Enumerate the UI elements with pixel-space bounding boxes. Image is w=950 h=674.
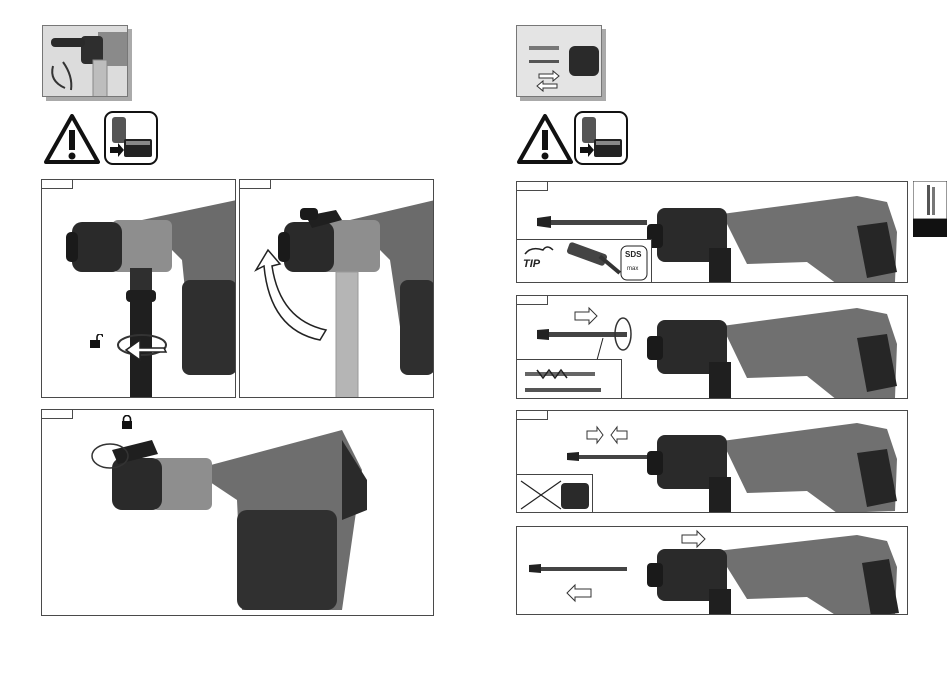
step-panel-unlock-handle: [41, 179, 236, 398]
warning-triangle-icon: [44, 114, 100, 164]
sds-label: SDS: [625, 250, 641, 259]
sds-sub-label: max: [627, 266, 638, 272]
wrong-use-box: [517, 474, 593, 513]
step-number-tab: [239, 179, 271, 189]
tip-box: TIP SDS max: [517, 239, 652, 283]
remove-battery-icon: [574, 111, 628, 165]
step-number-tab: [516, 410, 548, 420]
remove-battery-icon: [104, 111, 158, 165]
thumbnail-handle: [42, 25, 128, 97]
bit-types-box: [517, 359, 622, 399]
step-panel-lubricate: TIP SDS max: [516, 181, 908, 283]
unlock-icon: [89, 334, 103, 348]
step-number-tab: [516, 181, 548, 191]
step-panel-lock-handle: [41, 409, 434, 616]
thumbnail-chisel: [516, 25, 602, 97]
step-panel-insert-chisel: [516, 295, 908, 399]
warning-triangle-icon: [517, 114, 573, 164]
step-panel-check-lock: [516, 410, 908, 513]
step-number-tab: [516, 295, 548, 305]
step-number-tab: [41, 409, 73, 419]
tip-label: TIP: [523, 258, 540, 270]
step-panel-remove-chisel: [516, 526, 908, 615]
step-number-tab: [41, 179, 73, 189]
chapter-tab-marker: [913, 181, 947, 237]
lock-icon: [120, 415, 134, 429]
step-panel-swing-handle: [239, 179, 434, 398]
